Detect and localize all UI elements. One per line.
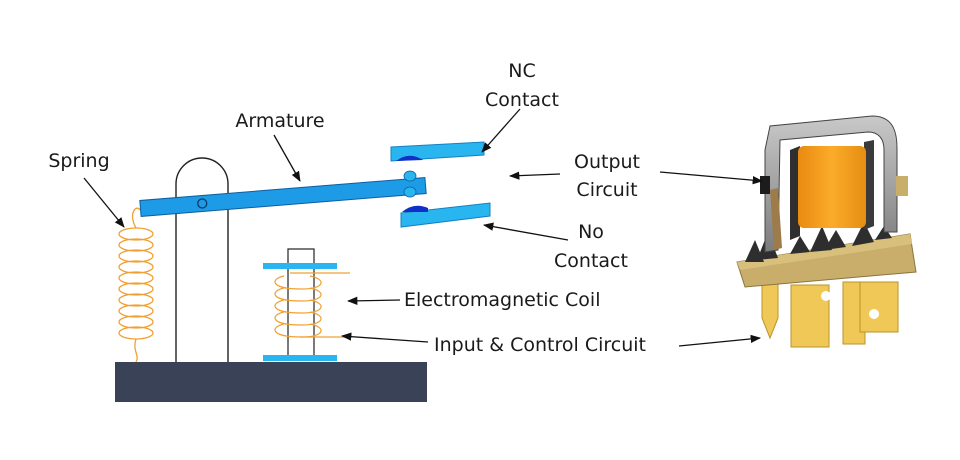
arrow-electromagnetic-coil [346, 296, 401, 305]
label-electromagnetic-coil: Electromagnetic Coil [404, 289, 601, 311]
label-arrows [83, 108, 764, 347]
armature-contact-top [403, 170, 417, 182]
relay-pin-1 [761, 277, 779, 340]
label-spring: Spring [48, 150, 109, 172]
arrow-input-control-right [678, 334, 762, 347]
arrow-output-circuit-left [508, 171, 561, 180]
no-contact [400, 202, 491, 228]
arrow-input-control-left [340, 332, 429, 343]
nc-contact [390, 141, 485, 162]
arrow-output-circuit-right [659, 171, 764, 185]
armature [139, 177, 427, 217]
base-plate [115, 362, 427, 402]
coil-winding [274, 272, 350, 338]
coil-bottom-plate [263, 355, 337, 361]
label-output-circuit-line2: Circuit [576, 179, 637, 201]
coil-top-plate [263, 263, 337, 269]
arrow-spring [83, 177, 125, 228]
relay-coil [798, 146, 866, 228]
label-no-contact-line2: Contact [554, 250, 628, 272]
arrow-nc-contact [481, 108, 521, 153]
relay-illustration [736, 115, 917, 348]
label-input-control-circuit: Input & Control Circuit [434, 334, 646, 356]
label-output-circuit-line1: Output [574, 151, 640, 173]
label-nc-contact-line1: NC [508, 60, 535, 82]
spring [118, 207, 154, 363]
label-armature: Armature [235, 110, 324, 132]
arrow-armature [273, 134, 301, 182]
armature-contact-bottom [403, 186, 417, 198]
pivot-post [175, 157, 229, 362]
arrow-no-contact [482, 222, 569, 241]
label-nc-contact-line2: Contact [485, 89, 559, 111]
relay-pin-4 [859, 281, 899, 333]
label-no-contact-line1: No [578, 221, 604, 243]
